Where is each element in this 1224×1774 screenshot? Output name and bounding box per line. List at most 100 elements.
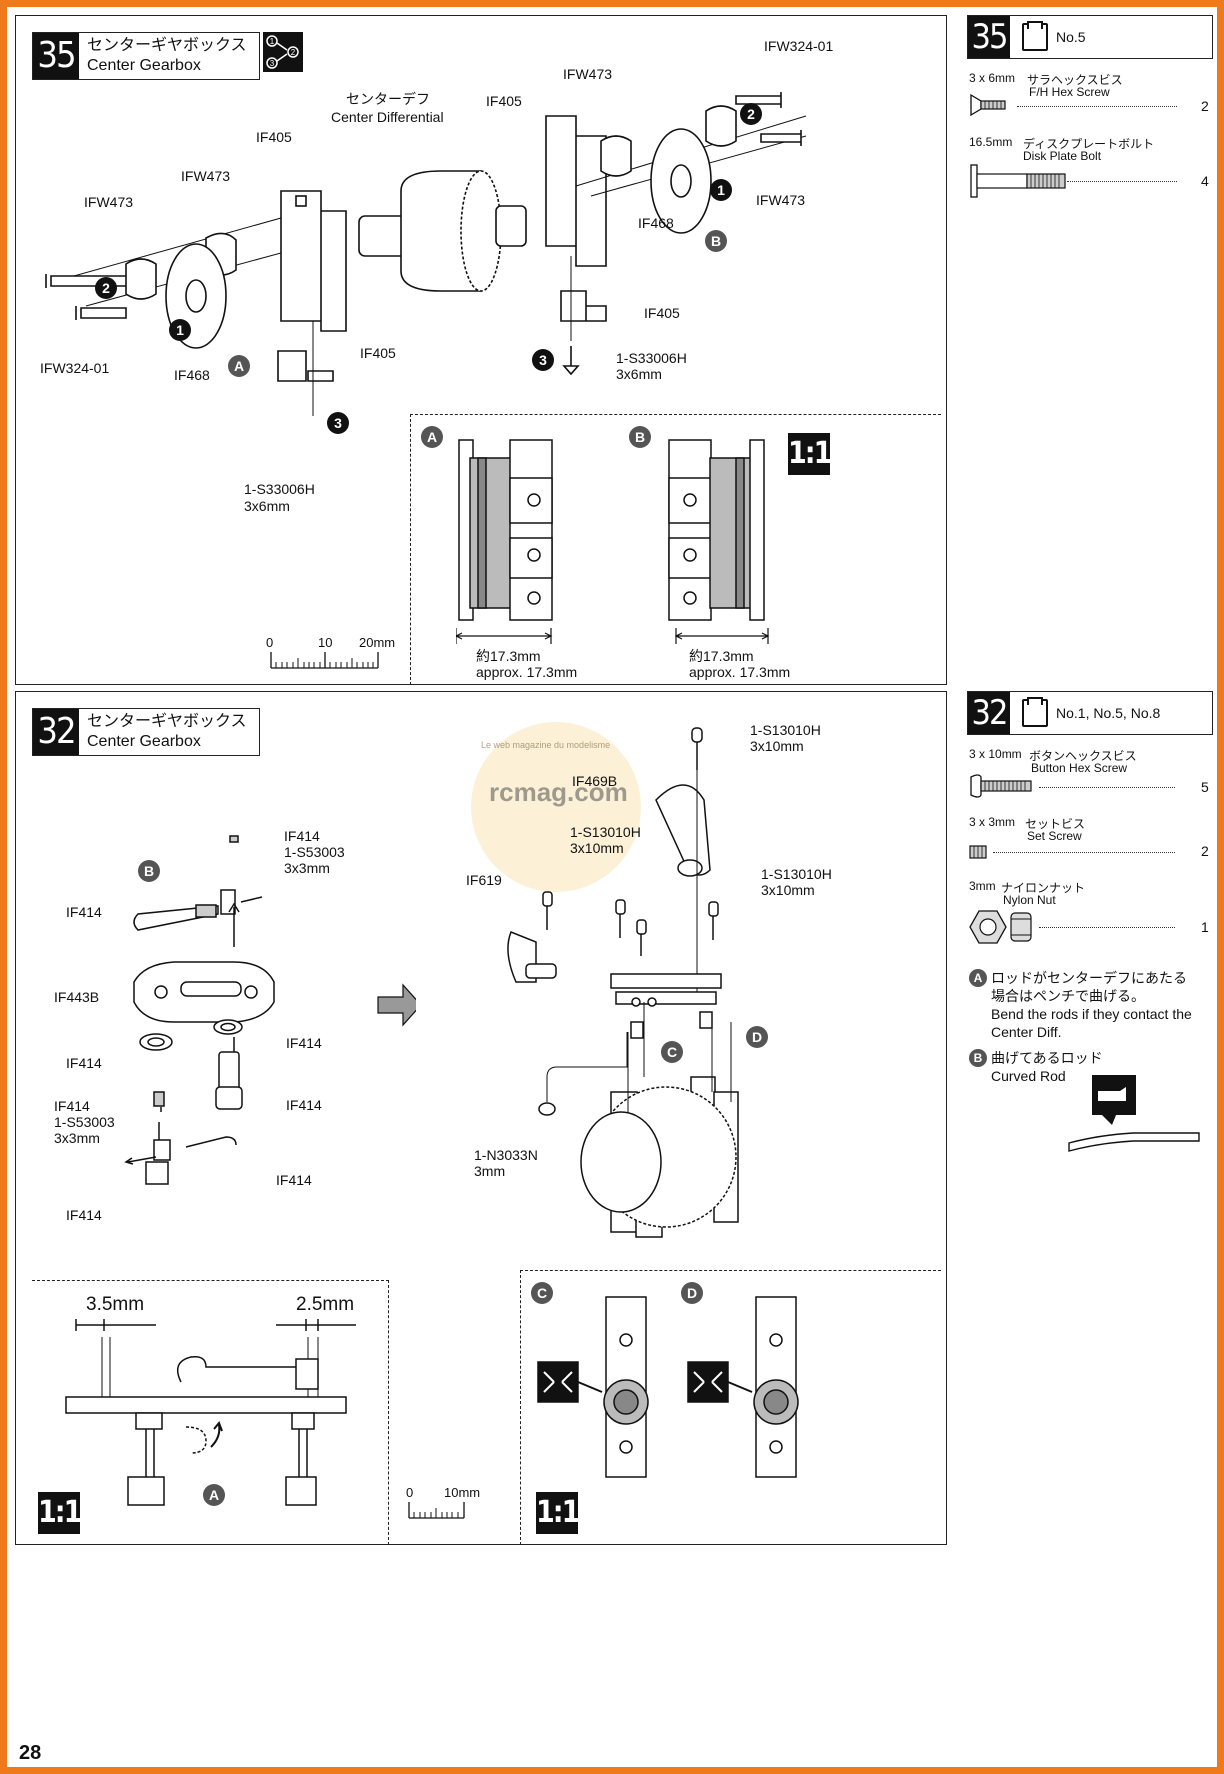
qty: 5 [1201, 779, 1209, 795]
rod-dim-1: 3.5mm [86, 1294, 145, 1315]
label-center-diff-jp: センターデフ [346, 91, 430, 107]
qty: 2 [1201, 98, 1209, 114]
scale-tick-10: 10 [318, 635, 333, 650]
bullet-b-right: B [705, 230, 727, 252]
bullet-3-right: 3 [532, 349, 554, 371]
detail-c-drawing [537, 1296, 649, 1478]
label-s53003-a-size: 3x3mm [284, 860, 330, 876]
label-s13010h-c: 1-S13010H [761, 866, 832, 882]
pointing-hand-icon [1092, 1075, 1136, 1125]
rod-mount-subassembly-drawing [124, 835, 416, 1185]
bullet-1-left: 1 [169, 319, 191, 341]
bullet-3-left: 3 [327, 412, 349, 434]
label-if619: IF619 [466, 872, 502, 888]
bullet-1-right: 1 [710, 179, 732, 201]
note-a-marker: A [969, 969, 987, 987]
label-s13010h-a-size: 3x10mm [750, 738, 804, 754]
step-number: 32 [33, 709, 79, 755]
parts-header: 35 No.5 [967, 15, 1213, 59]
qty: 2 [1201, 843, 1209, 859]
disk-plate-bolt-icon [970, 164, 1066, 198]
qty: 4 [1201, 173, 1209, 189]
mount-left [280, 190, 347, 332]
label-s13010h-c-size: 3x10mm [761, 882, 815, 898]
label-ifw473-left2: IFW473 [181, 168, 231, 184]
part-fh-hex-screw: 3 x 6mm サラヘックスビス F/H Hex Screw 2 [967, 71, 1217, 131]
bullet-2-left: 2 [95, 277, 117, 299]
rod-detail-drawing [65, 1319, 356, 1506]
bullet-c: C [661, 1041, 683, 1063]
detail-a-drawing [458, 439, 553, 621]
watermark-text: rcmag.com [489, 777, 628, 807]
rod-detail-box [32, 1280, 389, 1544]
scale32-tick-0: 0 [406, 1485, 414, 1500]
screw-right [562, 346, 580, 376]
label-if405-left: IF405 [256, 129, 292, 145]
bag-icon [1022, 21, 1048, 51]
label-if414-c: IF414 [66, 1055, 102, 1071]
label-ifw473-top: IFW473 [563, 66, 613, 82]
bag-numbers: No.1, No.5, No.8 [1056, 705, 1161, 721]
step-number: 35 [33, 33, 79, 79]
note-b-marker: B [969, 1049, 987, 1067]
detail-d-marker: D [681, 1282, 703, 1304]
step32-header: 32 センターギヤボックス Center Gearbox [32, 708, 260, 756]
bag-icon [1022, 697, 1048, 727]
step35-panel: 35 センターギヤボックス Center Gearbox 1 2 3 [15, 15, 947, 685]
label-if405-lower-left: IF405 [360, 345, 396, 361]
step-title-jp: センターギヤボックス [87, 713, 247, 730]
dimension-lines [456, 628, 770, 644]
bullet-2-right: 2 [740, 103, 762, 125]
label-screw-right: 1-S33006H [616, 350, 687, 366]
label-if468-left: IF468 [174, 367, 210, 383]
label-screw-right-size: 3x6mm [616, 366, 662, 382]
label-if414-f: IF414 [54, 1098, 90, 1114]
scale-tick-0: 0 [266, 635, 274, 650]
label-center-diff-en: Center Differential [331, 109, 444, 125]
label-ifw473-left: IFW473 [84, 194, 134, 210]
scale-1-1-badge: 1:1 [788, 433, 832, 475]
detail-b-dim-en: approx. 17.3mm [689, 664, 791, 680]
svg-text:1: 1 [270, 37, 275, 46]
nylon-nut-icon [969, 910, 1032, 944]
label-s13010h-a: 1-S13010H [750, 722, 821, 738]
part-set-screw: 3 x 3mm セットビス Set Screw 2 [969, 815, 1209, 859]
label-if469b: IF469B [572, 773, 618, 789]
detail-cd-box [520, 1270, 941, 1544]
detail-a-marker: A [421, 426, 443, 448]
part-nylon-nut: 3mm ナイロンナット Nylon Nut 1 [967, 879, 1217, 949]
scale32-ruler [408, 1502, 465, 1519]
bullet-d: D [746, 1026, 768, 1048]
page-number: 28 [19, 1742, 42, 1764]
parts-step-number: 32 [968, 692, 1010, 734]
bullet-a-left: A [228, 355, 250, 377]
label-if414-b: IF414 [66, 904, 102, 920]
label-s53003-b: 1-S53003 [54, 1114, 115, 1130]
label-if414-a: IF414 [284, 828, 320, 844]
parts-step-number: 35 [968, 16, 1010, 58]
bullet-b-rod: B [138, 860, 160, 882]
label-if405-top: IF405 [486, 93, 522, 109]
label-ifw324-top: IFW324-01 [764, 38, 834, 54]
fh-screw-icon [970, 93, 1006, 117]
scale32-tick-10: 10mm [444, 1485, 481, 1500]
step-title-en: Center Gearbox [87, 733, 201, 750]
detail-a-dim-jp: 約17.3mm [476, 648, 541, 664]
step35-parts-list: 35 No.5 3 x 6mm サラヘックスビス F/H Hex Screw 2… [967, 15, 1213, 215]
rod-dim-2: 2.5mm [296, 1294, 355, 1315]
center-gearbox-exploded-drawing [45, 92, 807, 416]
label-s53003-a: 1-S53003 [284, 844, 345, 860]
label-s13010h-b: 1-S13010H [570, 824, 641, 840]
label-s13010h-b-size: 3x10mm [570, 840, 624, 856]
button-screw-icon [970, 774, 1032, 798]
note-b: 曲げてあるロッド Curved Rod [991, 1050, 1103, 1084]
label-screw-left: 1-S33006H [244, 481, 315, 497]
label-if468-right: IF468 [638, 215, 674, 231]
disc-plate-right [650, 128, 712, 234]
step32-panel: 32 センターギヤボックス Center Gearbox [15, 691, 947, 1545]
label-if414-e: IF414 [286, 1097, 322, 1113]
step-title-jp: センターギヤボックス [87, 37, 247, 54]
svg-text:2: 2 [291, 48, 296, 57]
detail-a-dim-en: approx. 17.3mm [476, 664, 578, 680]
watermark-subtext: Le web magazine du modelisme [481, 740, 611, 750]
